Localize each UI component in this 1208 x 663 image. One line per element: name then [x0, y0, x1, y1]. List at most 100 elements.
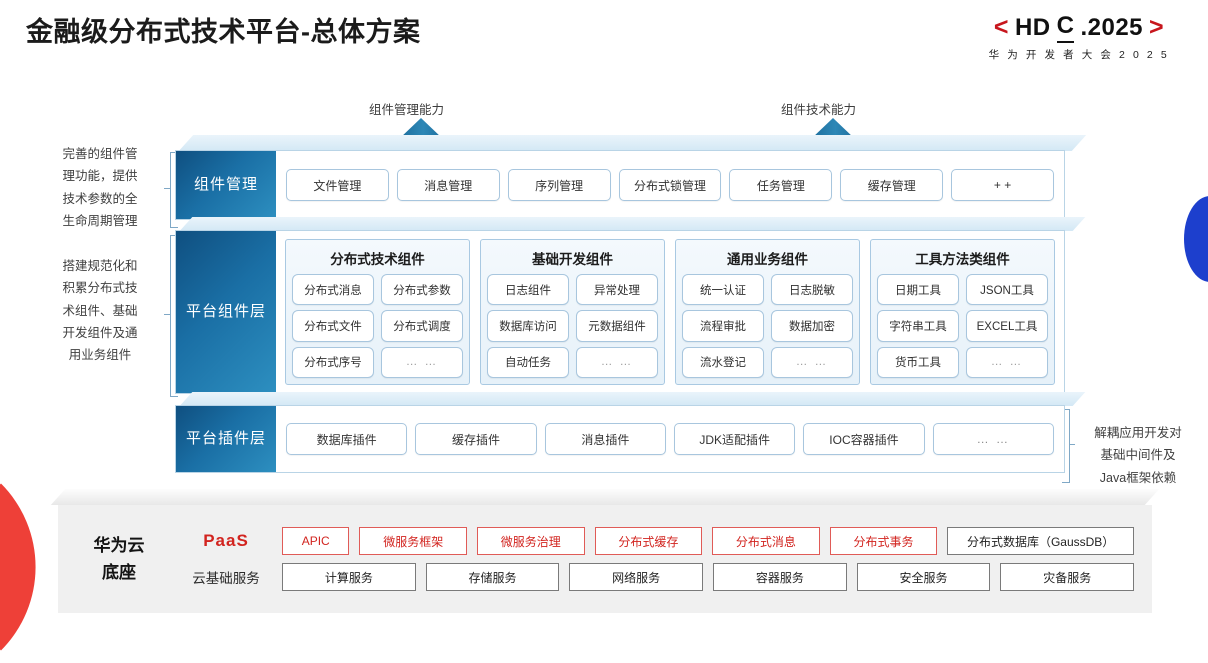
paas-chip-microservice-governance[interactable]: 微服务治理 — [477, 527, 585, 555]
cell-tool-method-more[interactable]: … … — [966, 346, 1048, 378]
component-management-panel: 组件 管理 文件管理 消息管理 序列管理 分布式锁管理 任务管理 缓存管理 + … — [175, 150, 1065, 220]
cloud-chip-compute-service[interactable]: 计算服务 — [282, 563, 416, 591]
paas-item-list: APIC 微服务框架 微服务治理 分布式缓存 分布式消息 分布式事务 分布式数据… — [282, 527, 1134, 555]
cell-distributed-parameter[interactable]: 分布式参数 — [381, 274, 463, 306]
group-title-basic-dev: 基础开发组件 — [532, 252, 613, 267]
cell-currency-tool[interactable]: 货币工具 — [877, 346, 959, 378]
cell-process-approval[interactable]: 流程审批 — [682, 310, 764, 342]
huawei-cloud-base-title-line2: 底座 — [102, 563, 136, 582]
cell-date-tool[interactable]: 日期工具 — [877, 274, 959, 306]
chip-ioc-container-plugin[interactable]: IOC容器插件 — [803, 423, 925, 455]
group-title-common-business: 通用业务组件 — [727, 252, 808, 267]
hdc-bracket-right-icon: > — [1149, 13, 1165, 41]
bracket-right-bottom-tick — [1069, 444, 1075, 446]
paas-row: PaaS APIC 微服务框架 微服务治理 分布式缓存 分布式消息 分布式事务 … — [180, 527, 1134, 555]
hdc-bracket-left-icon: < — [993, 13, 1009, 41]
platform-component-panel-bevel — [179, 217, 1086, 231]
group-tool-method-components: 工具方法类组件 日期工具 JSON工具 字符串工具 EXCEL工具 货币工具 …… — [870, 239, 1055, 385]
cloud-chip-disaster-recovery-service[interactable]: 灾备服务 — [1000, 563, 1135, 591]
chip-message-management[interactable]: 消息管理 — [396, 169, 500, 201]
cell-basic-dev-more[interactable]: … … — [576, 346, 658, 378]
cell-data-encryption[interactable]: 数据加密 — [771, 310, 853, 342]
group-title-tool-method: 工具方法类组件 — [915, 252, 1010, 267]
chip-database-plugin[interactable]: 数据库插件 — [286, 423, 408, 455]
chip-cache-management[interactable]: 缓存管理 — [840, 169, 944, 201]
component-management-tab: 组件 管理 — [176, 151, 276, 219]
cell-unified-auth[interactable]: 统一认证 — [682, 274, 764, 306]
chip-message-plugin[interactable]: 消息插件 — [544, 423, 666, 455]
cloud-basic-services-label: 云基础服务 — [192, 571, 260, 586]
chip-plugin-more[interactable]: … … — [932, 423, 1054, 455]
platform-component-panel: 平台 组件层 分布式技术组件 分布式消息 分布式参数 分布式文件 分布式调度 分… — [175, 230, 1065, 394]
cell-database-access[interactable]: 数据库访问 — [487, 310, 569, 342]
decorative-blue-circle — [1184, 196, 1208, 282]
cell-common-business-more[interactable]: … … — [771, 346, 853, 378]
cloud-chip-security-service[interactable]: 安全服务 — [856, 563, 991, 591]
huawei-cloud-base-rows: PaaS APIC 微服务框架 微服务治理 分布式缓存 分布式消息 分布式事务 … — [180, 527, 1152, 591]
bracket-left-middle — [170, 235, 178, 397]
cell-distributed-file[interactable]: 分布式文件 — [292, 310, 374, 342]
chip-add-more[interactable]: + + — [951, 169, 1055, 201]
group-title-distributed-tech: 分布式技术组件 — [330, 252, 425, 267]
cloud-basic-services-row: 云基础服务 计算服务 存储服务 网络服务 容器服务 安全服务 灾备服务 — [180, 563, 1135, 591]
arrow-label-component-technology: 组件技术能力 — [781, 103, 857, 117]
paas-chip-apic[interactable]: APIC — [282, 527, 350, 555]
cell-excel-tool[interactable]: EXCEL工具 — [966, 310, 1048, 342]
component-management-tab-line2: 管理 — [226, 176, 259, 194]
cell-distributed-message[interactable]: 分布式消息 — [292, 274, 374, 306]
cell-json-tool[interactable]: JSON工具 — [966, 274, 1048, 306]
paas-chip-distributed-database-gaussdb[interactable]: 分布式数据库（GaussDB） — [947, 527, 1134, 555]
platform-plugin-tab-line2: 插件层 — [218, 430, 267, 448]
component-management-tab-line1: 组件 — [193, 176, 226, 194]
cell-string-tool[interactable]: 字符串工具 — [877, 310, 959, 342]
cloud-chip-network-service[interactable]: 网络服务 — [569, 563, 704, 591]
page-title: 金融级分布式技术平台-总体方案 — [26, 17, 421, 47]
cloud-chip-storage-service[interactable]: 存储服务 — [425, 563, 560, 591]
arrow-label-component-management: 组件管理能力 — [369, 103, 445, 117]
chip-distributed-lock-management[interactable]: 分布式锁管理 — [618, 169, 722, 201]
huawei-cloud-base-title: 华为云 底座 — [58, 532, 180, 586]
component-management-chip-list: 文件管理 消息管理 序列管理 分布式锁管理 任务管理 缓存管理 + + — [276, 151, 1064, 219]
group-distributed-tech-components: 分布式技术组件 分布式消息 分布式参数 分布式文件 分布式调度 分布式序号 … … — [285, 239, 470, 385]
hdc-logo-text-c: C — [1056, 12, 1075, 43]
note-left-top: 完善的组件管 理功能，提供 技术参数的全 生命周期管理 — [62, 147, 138, 228]
paas-chip-distributed-message[interactable]: 分布式消息 — [712, 527, 820, 555]
cell-distributed-sequence[interactable]: 分布式序号 — [292, 346, 374, 378]
cell-metadata-component[interactable]: 元数据组件 — [576, 310, 658, 342]
group-grid-tool-method: 日期工具 JSON工具 字符串工具 EXCEL工具 货币工具 … … — [877, 274, 1048, 378]
group-basic-dev-components: 基础开发组件 日志组件 异常处理 数据库访问 元数据组件 自动任务 … … — [480, 239, 665, 385]
bracket-left-top — [170, 152, 178, 228]
cell-distributed-scheduling[interactable]: 分布式调度 — [381, 310, 463, 342]
group-common-business-components: 通用业务组件 统一认证 日志脱敏 流程审批 数据加密 流水登记 … … — [675, 239, 860, 385]
huawei-cloud-base-panel: 华为云 底座 PaaS APIC 微服务框架 微服务治理 分布式缓存 分布式消息… — [58, 505, 1152, 613]
chip-file-management[interactable]: 文件管理 — [286, 169, 389, 201]
platform-component-tab-line2: 组件层 — [218, 303, 267, 321]
cell-distributed-more[interactable]: … … — [381, 346, 463, 378]
chip-sequence-management[interactable]: 序列管理 — [507, 169, 611, 201]
cloud-chip-container-service[interactable]: 容器服务 — [713, 563, 847, 591]
paas-chip-distributed-transaction[interactable]: 分布式事务 — [829, 527, 938, 555]
huawei-cloud-base-bevel — [50, 489, 1160, 505]
cell-log-masking[interactable]: 日志脱敏 — [771, 274, 853, 306]
chip-task-management[interactable]: 任务管理 — [729, 169, 833, 201]
chip-jdk-adapter-plugin[interactable]: JDK适配插件 — [673, 423, 796, 455]
paas-chip-microservice-framework[interactable]: 微服务框架 — [359, 527, 468, 555]
cell-log-component[interactable]: 日志组件 — [487, 274, 569, 306]
paas-chip-distributed-cache[interactable]: 分布式缓存 — [594, 527, 703, 555]
hdc-logo-text-year: .2025 — [1080, 13, 1144, 41]
cell-auto-task[interactable]: 自动任务 — [487, 346, 569, 378]
platform-component-tab-line1: 平台 — [185, 303, 218, 321]
component-management-panel-bevel — [178, 135, 1087, 151]
platform-plugin-tab-line1: 平台 — [185, 430, 218, 448]
note-right-bottom: 解耦应用开发对 基础中间件及 Java框架依赖 — [1094, 426, 1182, 485]
cell-exception-handling[interactable]: 异常处理 — [576, 274, 658, 306]
cell-transaction-record[interactable]: 流水登记 — [682, 346, 764, 378]
paas-label: PaaS — [203, 531, 249, 550]
note-left-middle: 搭建规范化和 积累分布式技 术组件、基础 开发组件及通 用业务组件 — [62, 259, 138, 362]
platform-plugin-tab: 平台 插件层 — [176, 406, 276, 472]
platform-plugin-panel-bevel — [179, 392, 1086, 406]
chip-cache-plugin[interactable]: 缓存插件 — [415, 423, 537, 455]
